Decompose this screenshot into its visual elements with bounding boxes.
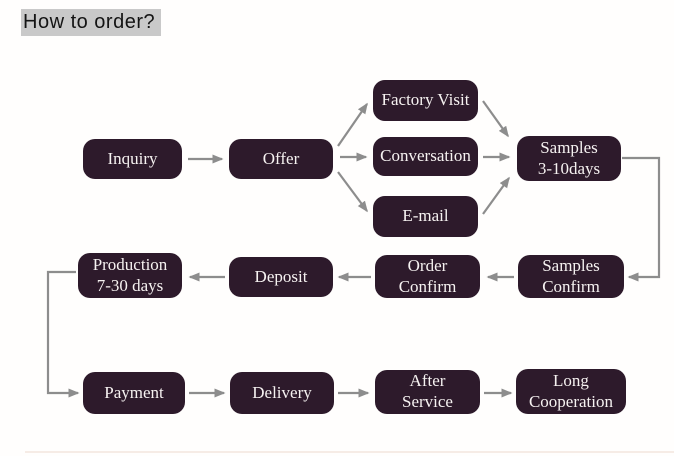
node-long-cooperation: Long Cooperation <box>516 369 626 414</box>
node-conversation: Conversation <box>373 137 478 176</box>
node-delivery: Delivery <box>230 372 334 414</box>
node-email: E-mail <box>373 196 478 237</box>
node-payment: Payment <box>83 372 185 414</box>
page-title: How to order? <box>21 9 162 36</box>
node-factory-visit: Factory Visit <box>373 80 478 121</box>
node-deposit: Deposit <box>229 257 333 297</box>
node-offer: Offer <box>229 139 333 179</box>
node-order-confirm: Order Confirm <box>375 255 480 298</box>
node-samples-confirm: Samples Confirm <box>518 255 624 298</box>
node-production: Production 7-30 days <box>78 253 182 298</box>
node-inquiry: Inquiry <box>83 139 182 179</box>
bottom-divider <box>25 451 674 453</box>
node-after-service: After Service <box>375 370 480 414</box>
node-samples: Samples 3-10days <box>517 136 621 181</box>
